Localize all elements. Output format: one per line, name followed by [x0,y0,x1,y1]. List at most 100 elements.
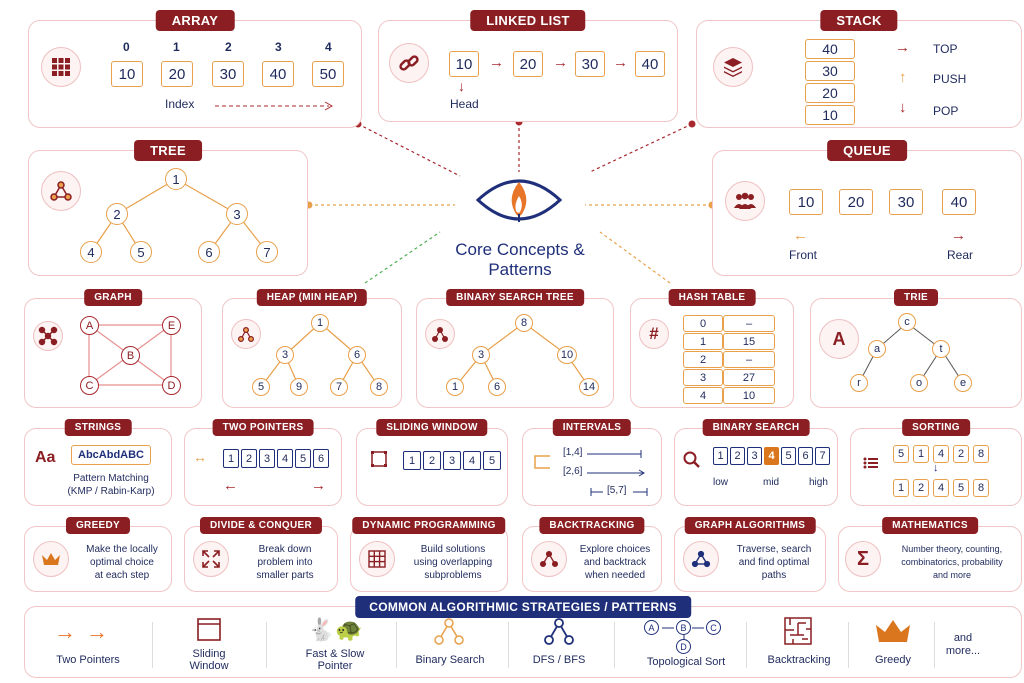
high-label: high [809,477,828,488]
index-arrow-icon [215,101,334,111]
stack-op-top: TOP [933,42,958,56]
down-arrow-icon: ↓ [899,99,907,116]
sliding-window-title: SLIDING WINDOW [376,419,488,436]
heap-node: 7 [330,378,348,396]
graph-algos-desc-1: Traverse, search [736,544,812,555]
strategy-sliding-window: Sliding [192,648,226,660]
heap-node: 6 [348,346,366,364]
hash-key: 2 [683,351,723,368]
trie-node: t [932,340,950,358]
strategy-more-2: more... [945,645,981,657]
bidirectional-arrow-icon: ↔ [193,449,207,465]
right-arrow-icon: → [311,477,326,494]
bst-node: 8 [515,314,533,332]
backtracking-desc-1: Explore choices [579,544,651,555]
graph-node: A [80,316,99,335]
array-cell: 2 [241,449,257,468]
heap-node: 9 [290,378,308,396]
right-arrow-icon: → [895,39,910,56]
up-arrow-icon: ↑ [899,69,907,86]
stack-op-push: PUSH [933,72,967,86]
link-icon [389,43,429,83]
mathematics-title: MATHEMATICS [882,517,978,534]
center-logo-icon [475,179,563,222]
low-label: low [713,477,729,488]
divide-conquer-card: DIVIDE & CONQUER Break down problem into… [184,517,338,592]
hash-key: 3 [683,369,723,386]
array-card: ARRAY 0 1 2 3 4 10 20 30 40 50 Index [28,10,362,128]
array-cell: 10 [111,61,143,87]
dp-desc-2: using overlapping [413,557,493,568]
tree-node: 3 [226,203,248,225]
graph-algos-card: GRAPH ALGORITHMS Traverse, search and fi… [674,517,826,592]
interval-line [587,450,642,458]
heap-card: HEAP (MIN HEAP) 1 3 6 5 9 7 8 [222,289,402,408]
tree-icon [531,541,567,577]
topo-node: C [706,620,721,635]
stack-cell: 20 [805,83,855,103]
hash-key: 4 [683,387,723,404]
bst-node: 14 [579,378,599,396]
bst-node: 1 [446,378,464,396]
hash-value: 10 [723,387,775,404]
intervals-title: INTERVALS [552,419,632,436]
array-cell: 3 [259,449,275,468]
strategy-sliding-window-2: Window [189,660,229,672]
dp-card: DYNAMIC PROGRAMMING Build solutions usin… [350,517,508,592]
greedy-card: GREEDY Make the locally optimal choice a… [24,517,172,592]
binary-tree-icon [434,618,464,645]
left-arrow-icon: ← [223,477,238,494]
head-label: Head [450,97,479,111]
heap-node: 1 [311,314,329,332]
tree-node: 7 [256,241,278,263]
queue-rear-label: Rear [947,248,974,262]
stack-cell: 10 [805,105,855,125]
divide-desc-2: problem into [257,557,313,568]
trie-node: r [850,374,868,392]
search-cell: 2 [730,447,745,465]
grid-icon [41,47,81,87]
bst-node: 10 [557,346,577,364]
trie-node: o [910,374,928,392]
array-cell: 40 [262,61,294,87]
hash-value: 27 [723,369,775,386]
two-pointers-icon: →→ [54,619,118,644]
trie-node: a [868,340,886,358]
window-cell: 1 [403,451,421,470]
sorted-cell: 4 [933,479,949,497]
strings-line2: (KMP / Rabin-Karp) [67,486,155,497]
bst-node: 3 [472,346,490,364]
search-cell: 3 [747,447,762,465]
search-cell: 7 [815,447,830,465]
strategy-fast-slow: Fast & Slow [305,648,365,660]
mid-label: mid [763,477,780,488]
tree-node: 6 [198,241,220,263]
tree-icon [41,171,81,211]
sort-cell: 1 [913,445,929,463]
window-icon [371,451,387,467]
strategy-more: and [953,632,973,644]
heap-title: HEAP (MIN HEAP) [256,289,368,306]
interval-item: [2,6] [563,466,583,477]
backtracking-card: BACKTRACKING Explore choices and backtra… [522,517,662,592]
trie-edges [858,322,964,384]
bst-node: 6 [488,378,506,396]
hash-key: 0 [683,315,723,332]
mathematics-desc-3: and more [932,570,972,580]
strategy-fast-slow-2: Pointer [317,660,353,672]
sliding-window-card: SLIDING WINDOW 1 2 3 4 5 [356,419,508,506]
hash-value: – [723,315,775,332]
linked-list-node: 40 [635,51,665,77]
strategy-greedy: Greedy [874,654,912,666]
graph-node: C [80,376,99,395]
tree-node: 2 [106,203,128,225]
sort-cell: 8 [973,445,989,463]
array-cell: 6 [313,449,329,468]
crown-icon [876,620,910,642]
interval-line [590,488,648,496]
queue-cell: 40 [942,189,976,215]
greedy-desc-2: optimal choice [90,557,154,568]
right-arrow-icon: → [951,227,966,244]
window-cell: 4 [463,451,481,470]
sorting-title: SORTING [902,419,970,436]
